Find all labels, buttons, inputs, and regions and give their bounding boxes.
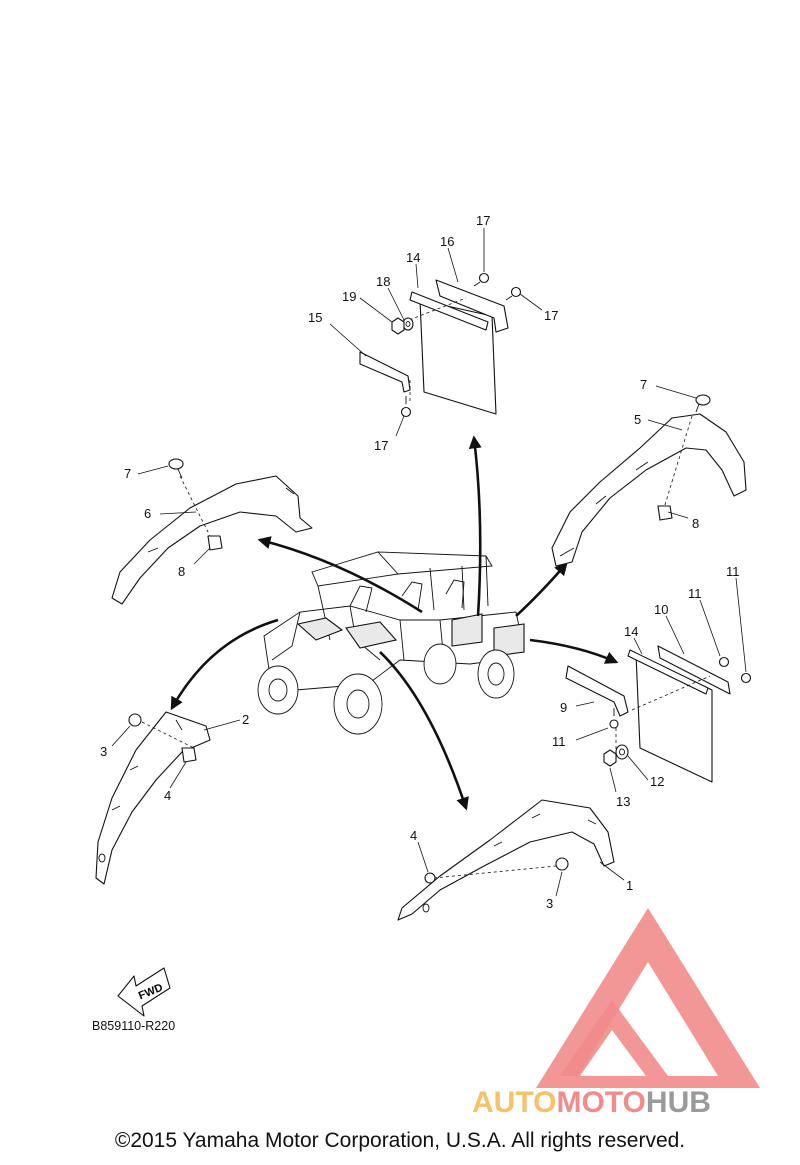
fender-2	[95, 711, 211, 885]
callout-11: 11	[552, 734, 566, 749]
fender-1	[397, 799, 615, 921]
bolt-icon	[400, 396, 412, 418]
clip-nut-icon	[181, 747, 197, 763]
callout-13: 13	[616, 794, 630, 809]
callout-leaders	[111, 228, 747, 897]
screw-icon	[128, 713, 142, 727]
front-fender-left	[95, 711, 211, 885]
bolt-icon	[473, 272, 490, 287]
rear-mudflap-upper-assembly	[359, 272, 522, 418]
nut-icon	[603, 749, 617, 767]
callout-16: 16	[440, 234, 454, 249]
fender-5	[551, 413, 747, 567]
callout-17: 17	[374, 438, 388, 453]
front-fender-right	[397, 799, 615, 921]
callout-14: 14	[624, 624, 638, 639]
callout-18: 18	[376, 274, 390, 289]
flap-plate-10	[657, 645, 731, 695]
logo-hub: HUB	[646, 1086, 711, 1119]
callout-2: 2	[242, 712, 249, 727]
callout-4: 4	[410, 828, 417, 843]
flap-bracket-16	[435, 279, 509, 333]
callout-3: 3	[100, 744, 107, 759]
callout-15: 15	[308, 310, 322, 325]
drawing-code: B859110-R220	[92, 1019, 175, 1033]
callout-labels: 17 16 14 18 19 17 15 17 7 5 8 7 6 8 11 1…	[100, 213, 740, 911]
callout-4: 4	[164, 788, 171, 803]
bolt-icon	[718, 656, 730, 668]
callout-8: 8	[178, 564, 185, 579]
bracket-15	[359, 351, 411, 393]
automotohub-logo: AUTOMOTOHUB	[472, 908, 760, 1119]
rear-fender-right	[551, 394, 747, 567]
grommet-icon	[424, 872, 436, 884]
bolt-icon	[609, 708, 619, 729]
callout-8: 8	[692, 516, 699, 531]
logo-wordmark: AUTOMOTOHUB	[472, 1086, 711, 1119]
callout-10: 10	[654, 602, 668, 617]
callout-6: 6	[144, 506, 151, 521]
logo-auto: AUTO	[472, 1086, 556, 1119]
logo-moto: MOTO	[556, 1086, 645, 1119]
fwd-arrow-icon: FWD	[117, 967, 171, 1017]
callout-17: 17	[544, 308, 558, 323]
callout-5: 5	[634, 412, 641, 427]
bracket-9	[565, 665, 629, 717]
clip-nut-icon	[657, 505, 673, 521]
screw-icon	[555, 857, 569, 871]
mud-flap-upper	[419, 299, 497, 415]
callout-9: 9	[560, 700, 567, 715]
washer-icon	[615, 744, 629, 760]
rear-mudflap-lower-assembly	[565, 645, 752, 783]
vehicle-overview	[257, 551, 525, 735]
copyright-notice: ©2015 Yamaha Motor Corporation, U.S.A. A…	[114, 1129, 686, 1152]
callout-7: 7	[124, 466, 131, 481]
assembly-pointer-arrows	[170, 435, 619, 811]
callout-14: 14	[406, 250, 420, 265]
clip-nut-icon	[207, 535, 223, 551]
callout-1: 1	[626, 878, 633, 893]
bolt-icon	[505, 286, 522, 301]
callout-7: 7	[640, 377, 647, 392]
callout-17: 17	[476, 213, 490, 228]
nut-icon	[391, 317, 405, 335]
callout-19: 19	[342, 289, 356, 304]
rear-fender-left	[111, 458, 313, 605]
screw-icon	[168, 458, 184, 479]
fender-6	[111, 475, 313, 605]
callout-11: 11	[726, 564, 740, 579]
callout-3: 3	[546, 896, 553, 911]
bolt-icon	[740, 672, 752, 684]
callout-12: 12	[650, 774, 664, 789]
flap-plate-14b	[627, 649, 709, 695]
screw-icon	[695, 394, 711, 413]
callout-11: 11	[688, 586, 702, 601]
flap-plate-14	[409, 291, 489, 331]
